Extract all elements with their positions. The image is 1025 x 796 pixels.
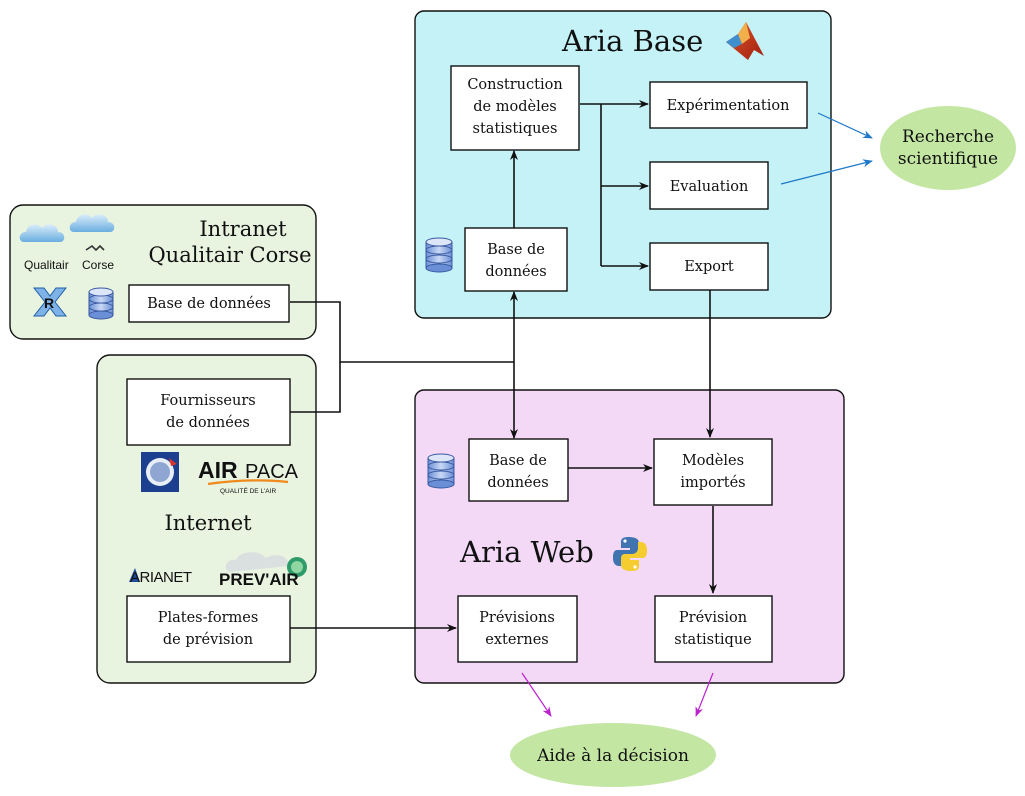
decision-label: Aide à la décision bbox=[536, 746, 689, 766]
experimentation-box bbox=[649, 81, 808, 129]
qualitair-corse-logo: Qualitair Corse bbox=[19, 214, 115, 272]
aria-base-title: Aria Base bbox=[561, 24, 703, 58]
construction-box bbox=[450, 65, 580, 151]
base-database-box bbox=[464, 227, 568, 292]
airpaca-logo-air: AIR bbox=[198, 457, 238, 483]
arrow-eval-to-research bbox=[780, 159, 873, 185]
svg-text:R: R bbox=[44, 295, 54, 311]
forecast-platforms-line-1: Plates-formes bbox=[158, 610, 259, 626]
airpaca-logo-subtitle: QUALITÉ DE L'AIR bbox=[220, 486, 276, 495]
globe-logo-icon bbox=[141, 452, 179, 492]
forecast-platforms-line-2: de prévision bbox=[163, 632, 253, 648]
matlab-icon bbox=[726, 22, 764, 60]
web-database-line-1: Base de bbox=[489, 453, 547, 469]
evaluation-box bbox=[649, 161, 769, 210]
internet-title: Internet bbox=[164, 511, 252, 535]
database-icon bbox=[427, 453, 455, 489]
export-box bbox=[649, 242, 769, 291]
r-language-icon: R bbox=[32, 287, 68, 317]
connector-providers bbox=[290, 362, 341, 413]
intranet-title-line-1: Intranet bbox=[199, 217, 287, 241]
experimentation-label: Expérimentation bbox=[667, 98, 790, 114]
qualitair-logo-text: Qualitair bbox=[24, 258, 69, 272]
base-database-line-1: Base de bbox=[487, 242, 545, 258]
aria-web-title: Aria Web bbox=[459, 535, 594, 569]
web-database-line-2: données bbox=[487, 475, 548, 491]
research-line-1: Recherche bbox=[902, 127, 994, 147]
research-line-2: scientifique bbox=[898, 149, 998, 169]
prevair-logo: PREV'AIR bbox=[219, 552, 307, 589]
data-providers-line-1: Fournisseurs bbox=[160, 393, 255, 409]
construction-line-2: de modèles bbox=[473, 99, 556, 115]
external-forecasts-box bbox=[457, 595, 578, 663]
forecast-platforms-box bbox=[126, 595, 291, 663]
decision-oval bbox=[510, 723, 716, 787]
connector-intranet-db bbox=[290, 301, 341, 362]
imported-models-box bbox=[653, 438, 773, 506]
airpaca-logo: AIR PACA QUALITÉ DE L'AIR bbox=[198, 457, 299, 495]
cloud-icon bbox=[19, 224, 65, 242]
prevair-logo-text: PREV'AIR bbox=[219, 570, 299, 589]
intranet-database-box bbox=[128, 284, 290, 323]
export-label: Export bbox=[684, 259, 734, 275]
imported-models-line-1: Modèles bbox=[682, 453, 744, 469]
prevair-cloud bbox=[225, 552, 289, 572]
bird-icon bbox=[85, 244, 105, 252]
cloud-icon bbox=[69, 214, 115, 232]
statistical-forecast-line-2: statistique bbox=[674, 632, 751, 648]
database-icon bbox=[88, 287, 114, 320]
corse-logo-text: Corse bbox=[82, 258, 114, 272]
arrow-exp-to-research bbox=[817, 112, 873, 139]
evaluation-label: Evaluation bbox=[670, 179, 749, 195]
construction-line-1: Construction bbox=[467, 77, 562, 93]
data-providers-box bbox=[126, 378, 291, 446]
research-oval bbox=[880, 106, 1016, 190]
external-forecasts-line-2: externes bbox=[485, 632, 548, 648]
web-database-box bbox=[468, 438, 569, 502]
construction-line-3: statistiques bbox=[473, 121, 558, 137]
python-icon bbox=[613, 537, 647, 571]
airpaca-logo-paca: PACA bbox=[245, 461, 299, 483]
intranet-database-label: Base de données bbox=[147, 296, 271, 312]
arrow-external-to-decision bbox=[521, 672, 552, 717]
arianet-logo: ARIANET bbox=[129, 568, 192, 586]
intranet-title-line-2: Qualitair Corse bbox=[148, 243, 311, 267]
arianet-mark bbox=[129, 568, 140, 582]
imported-models-line-2: importés bbox=[680, 475, 745, 491]
statistical-forecast-line-1: Prévision bbox=[679, 610, 747, 626]
data-providers-line-2: de données bbox=[166, 415, 250, 431]
statistical-forecast-box bbox=[654, 595, 773, 663]
arrow-stat-to-decision bbox=[695, 672, 714, 717]
external-forecasts-line-1: Prévisions bbox=[479, 610, 555, 626]
arianet-logo-text: ARIANET bbox=[130, 569, 192, 586]
airpaca-swoosh bbox=[207, 479, 289, 486]
base-database-line-2: données bbox=[485, 264, 546, 280]
database-icon bbox=[425, 237, 453, 273]
